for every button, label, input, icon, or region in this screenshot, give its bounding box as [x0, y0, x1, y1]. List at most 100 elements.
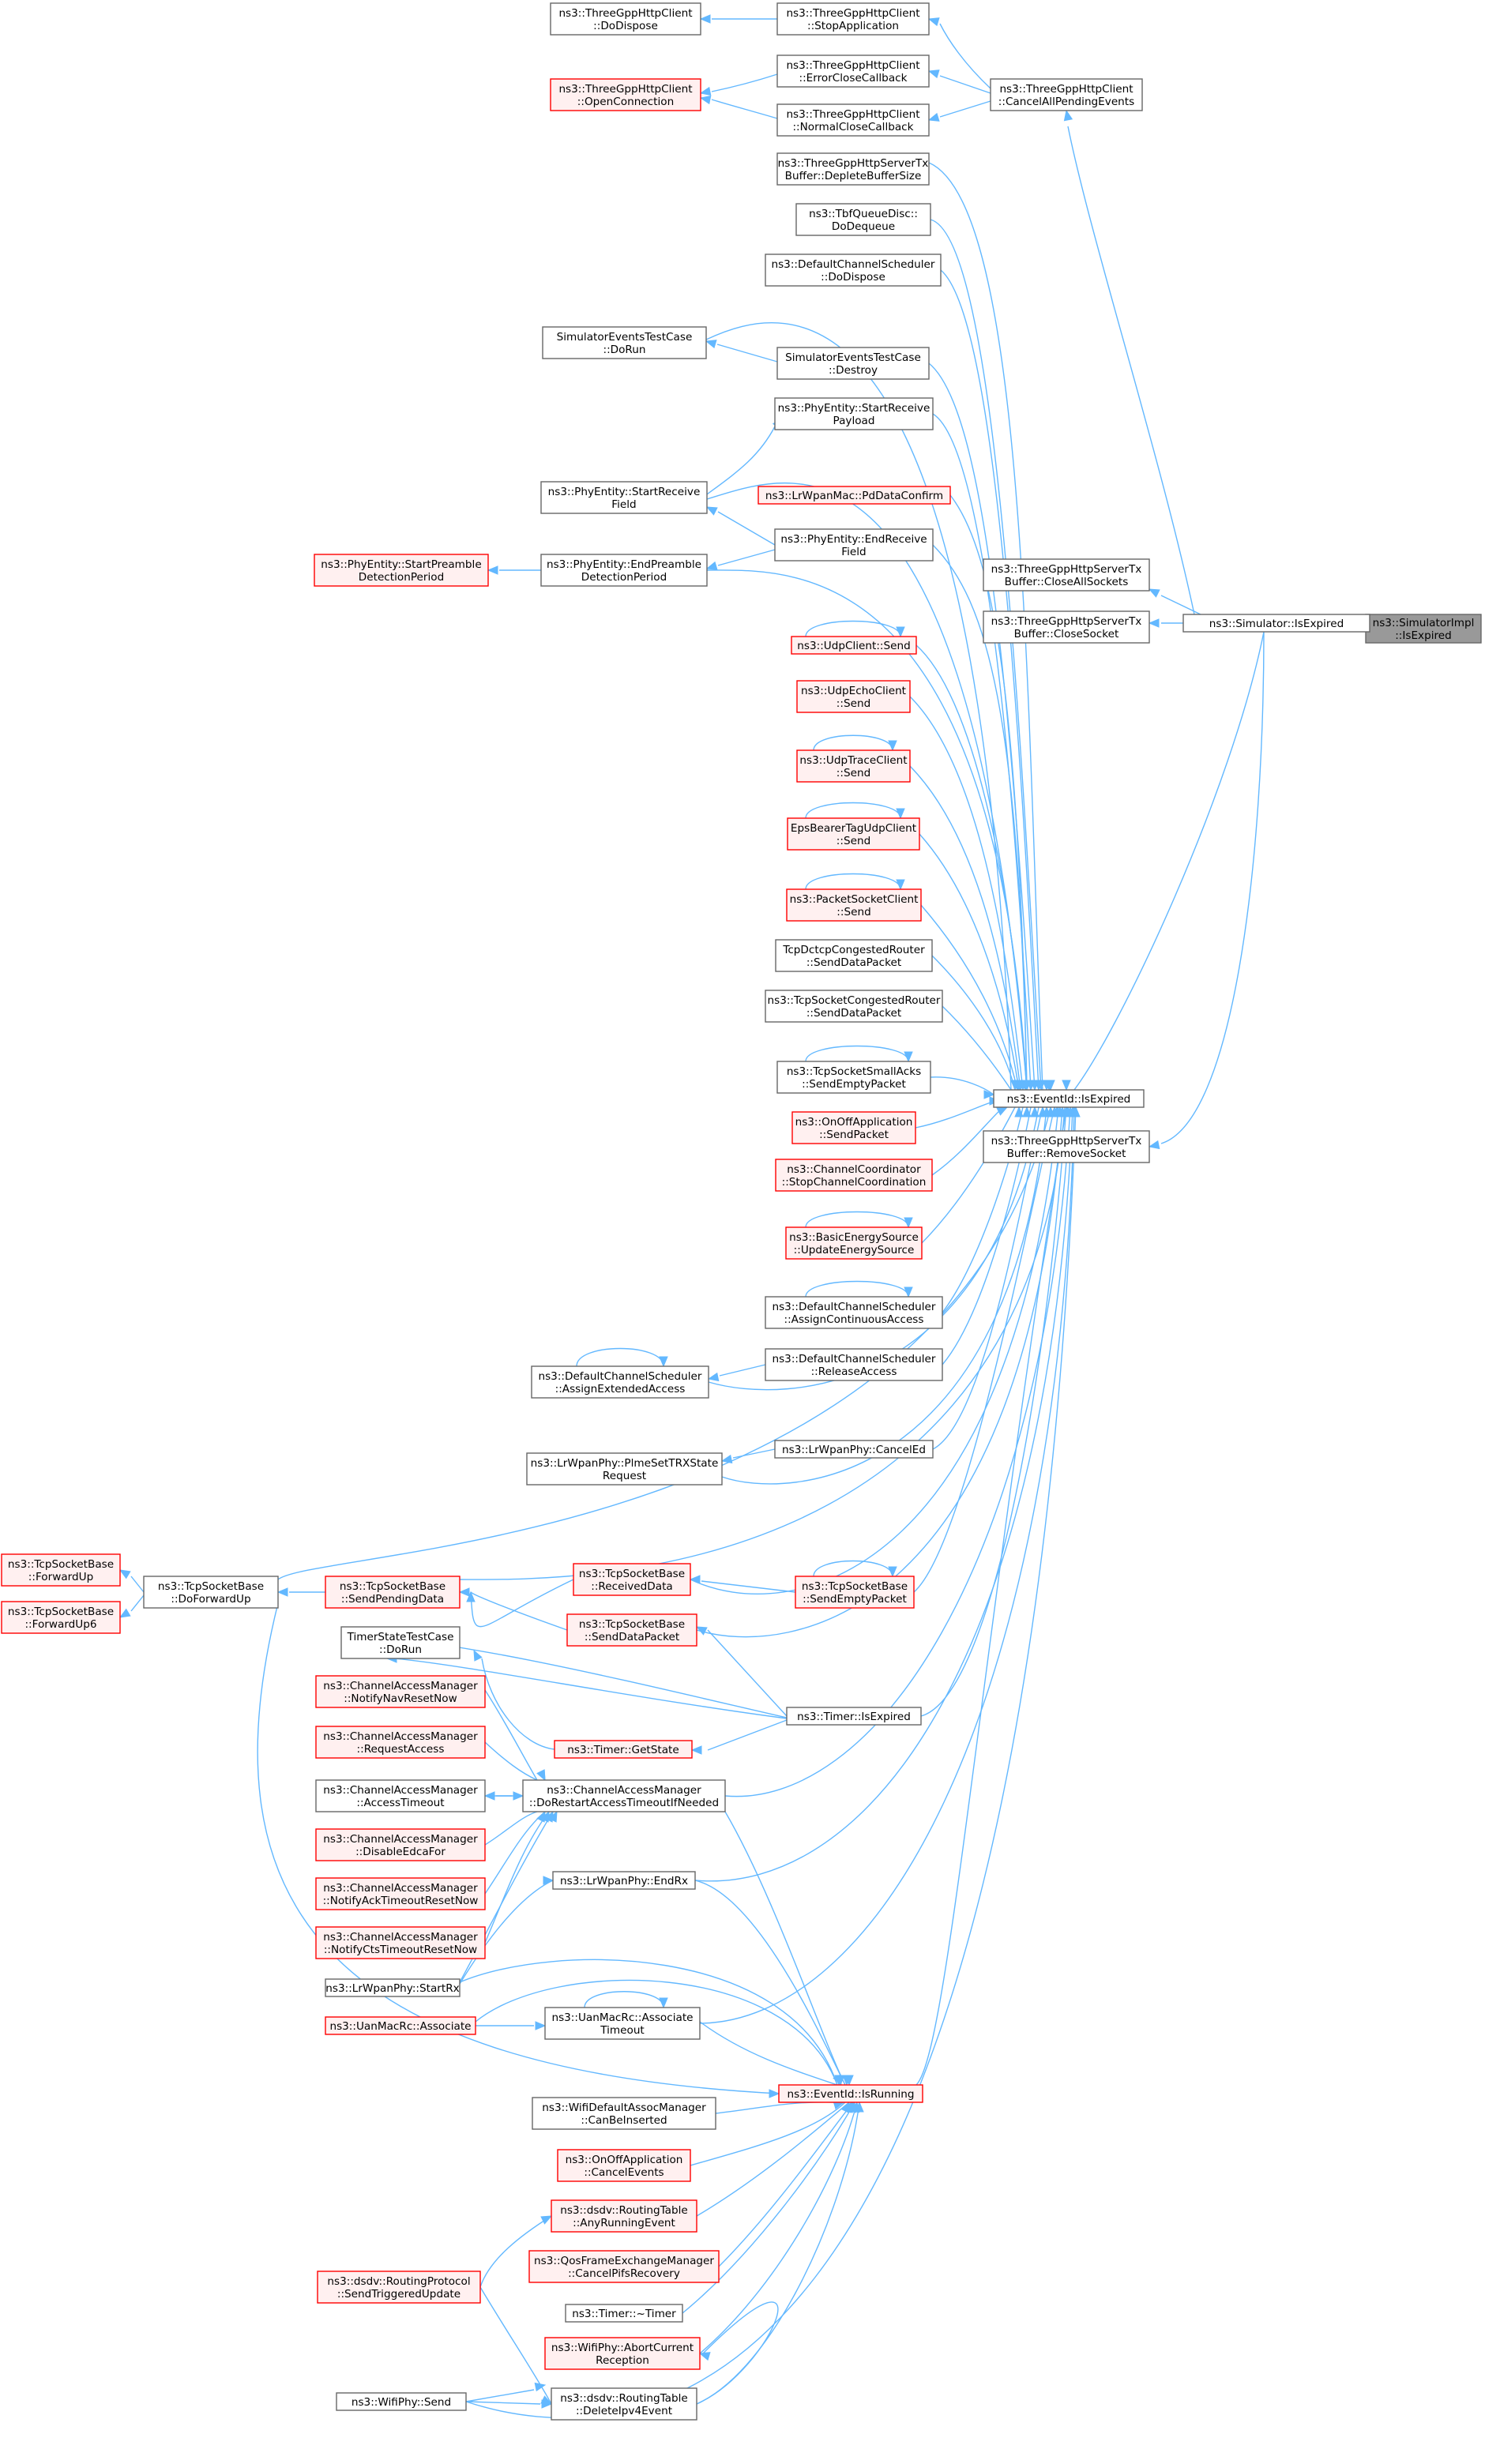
- function-node[interactable]: ns3::DefaultChannelScheduler::DoDispose: [765, 254, 942, 287]
- call-edge: [930, 219, 1054, 1091]
- call-edge-line: [711, 99, 778, 119]
- call-edge: [915, 1106, 1073, 2086]
- function-node[interactable]: ns3::BasicEnergySource::UpdateEnergySour…: [785, 1226, 923, 1260]
- function-node[interactable]: ns3::dsdv::RoutingTable::AnyRunningEvent: [551, 2199, 697, 2233]
- function-node[interactable]: ns3::WifiDefaultAssocManager::CanBeInser…: [532, 2097, 716, 2130]
- call-edge-arrowhead: [695, 1626, 708, 1636]
- function-node[interactable]: ns3::TcpSocketBase::SendPendingData: [325, 1576, 461, 1609]
- call-edge-line: [682, 2102, 855, 2314]
- function-node-box: [1182, 614, 1370, 633]
- function-node-label: ::OpenConnection: [577, 96, 674, 108]
- function-node[interactable]: ns3::TcpSocketBase::DoForwardUp: [143, 1576, 279, 1609]
- function-node[interactable]: ns3::ThreeGppHttpServerTxBuffer::CloseAl…: [983, 558, 1150, 592]
- call-edge: [699, 2021, 842, 2087]
- call-edge-line: [707, 1629, 788, 1717]
- function-node-box: [796, 749, 911, 783]
- function-node[interactable]: ns3::UdpEchoClient::Send: [796, 680, 911, 713]
- function-node[interactable]: ns3::DefaultChannelScheduler::ReleaseAcc…: [765, 1348, 943, 1381]
- function-node-box: [774, 397, 934, 430]
- function-node-label: ns3::LrWpanPhy::PlmeSetTRXState: [531, 1457, 719, 1470]
- call-edge-arrowhead: [699, 95, 712, 105]
- function-node[interactable]: ns3::ThreeGppHttpClient::DoDispose: [550, 2, 701, 36]
- function-node[interactable]: ns3::Simulator::IsExpired: [1182, 614, 1370, 633]
- function-node-box: [542, 326, 707, 359]
- function-node[interactable]: ns3::dsdv::RoutingTable::DeleteIpv4Event: [551, 2387, 697, 2421]
- function-node[interactable]: ns3::PhyEntity::StartPreambleDetectionPe…: [314, 554, 489, 587]
- function-node[interactable]: ns3::TcpSocketBase::ForwardUp6: [1, 1601, 121, 1634]
- function-node[interactable]: ns3::Timer::GetState: [554, 1740, 693, 1759]
- function-node[interactable]: ns3::TcpSocketBase::SendDataPacket: [566, 1613, 697, 1647]
- function-node[interactable]: ns3::TcpSocketSmallAcks::SendEmptyPacket: [776, 1061, 931, 1094]
- function-node-label: ns3::ThreeGppHttpServerTx: [991, 563, 1142, 576]
- function-node[interactable]: ns3::LrWpanPhy::CancelEd: [774, 1440, 934, 1459]
- function-node[interactable]: ns3::Timer::IsExpired: [786, 1707, 922, 1726]
- function-node[interactable]: ns3::WifiPhy::Send: [336, 2392, 467, 2411]
- function-node[interactable]: ns3::ThreeGppHttpServerTxBuffer::RemoveS…: [983, 1130, 1150, 1163]
- call-edge-line: [715, 2102, 838, 2114]
- function-node-box: [315, 1828, 486, 1861]
- function-node[interactable]: ns3::PacketSocketClient::Send: [786, 888, 922, 922]
- function-node[interactable]: EpsBearerTagUdpClient::Send: [787, 817, 920, 851]
- function-node[interactable]: ns3::TcpSocketBase::ForwardUp: [1, 1553, 121, 1587]
- call-edge-line: [915, 644, 1028, 1091]
- function-node[interactable]: ns3::ChannelAccessManager::NotifyCtsTime…: [315, 1926, 486, 1959]
- function-node[interactable]: ns3::dsdv::RoutingProtocol::SendTriggere…: [317, 2271, 481, 2304]
- function-node[interactable]: ns3::ThreeGppHttpClient::NormalCloseCall…: [776, 103, 930, 137]
- function-node-label: TimerStateTestCase: [347, 1631, 454, 1643]
- function-node[interactable]: SimulatorEventsTestCase::DoRun: [542, 326, 707, 359]
- function-node[interactable]: ns3::ChannelAccessManager::RequestAccess: [315, 1726, 486, 1759]
- function-node[interactable]: ns3::ThreeGppHttpClient::ErrorCloseCallb…: [776, 54, 930, 88]
- function-node[interactable]: ns3::TcpSocketBase::ReceivedData: [573, 1563, 691, 1596]
- function-node[interactable]: ns3::ThreeGppHttpServerTxBuffer::Deplete…: [776, 152, 930, 186]
- function-node[interactable]: ns3::ThreeGppHttpClient::StopApplication: [776, 2, 930, 36]
- function-node[interactable]: ns3::ChannelAccessManager::DoRestartAcce…: [522, 1779, 726, 1812]
- function-node-label: ::RequestAccess: [357, 1743, 445, 1756]
- call-edge: [487, 565, 541, 575]
- function-node-box: [765, 254, 942, 287]
- function-node[interactable]: ns3::Timer::~Timer: [565, 2304, 683, 2323]
- function-node[interactable]: ns3::TbfQueueDisc::DoDequeue: [795, 203, 931, 236]
- function-node[interactable]: ns3::UanMacRc::Associate: [325, 2016, 476, 2035]
- call-edge-line: [696, 2301, 779, 2405]
- function-node[interactable]: TcpDctcpCongestedRouter::SendDataPacket: [775, 939, 933, 972]
- function-node[interactable]: ns3::ThreeGppHttpServerTxBuffer::CloseSo…: [983, 610, 1150, 644]
- function-node[interactable]: ns3::PhyEntity::EndPreambleDetectionPeri…: [540, 554, 708, 587]
- function-node-box: [795, 203, 931, 236]
- function-node[interactable]: ns3::ChannelAccessManager::NotifyNavRese…: [315, 1675, 486, 1708]
- function-node[interactable]: ns3::QosFrameExchangeManager::CancelPifs…: [528, 2250, 720, 2283]
- function-node[interactable]: ns3::DefaultChannelScheduler::AssignExte…: [531, 1365, 709, 1399]
- function-node[interactable]: ns3::LrWpanPhy::StartRx: [325, 1978, 461, 1997]
- function-node[interactable]: SimulatorEventsTestCase::Destroy: [776, 347, 930, 380]
- function-node[interactable]: ns3::ChannelAccessManager::DisableEdcaFo…: [315, 1828, 486, 1861]
- function-node[interactable]: ns3::LrWpanMac::PdDataConfirm: [758, 486, 951, 505]
- call-edge-line: [805, 1045, 909, 1062]
- function-node[interactable]: ns3::ChannelCoordinator::StopChannelCoor…: [775, 1159, 933, 1192]
- function-node[interactable]: TimerStateTestCase::DoRun: [340, 1626, 461, 1659]
- function-node[interactable]: ns3::UdpClient::Send: [791, 636, 917, 655]
- function-node[interactable]: ns3::EventId::IsExpired: [993, 1089, 1145, 1108]
- function-node[interactable]: ns3::ChannelAccessManager::AccessTimeout: [315, 1779, 486, 1812]
- call-edge-arrowhead: [535, 2021, 547, 2030]
- function-node[interactable]: ns3::DefaultChannelScheduler::AssignCont…: [765, 1296, 943, 1329]
- function-node[interactable]: ns3::TcpSocketBase::SendEmptyPacket: [795, 1576, 915, 1609]
- function-node[interactable]: ns3::ThreeGppHttpClient::OpenConnection: [550, 78, 701, 111]
- call-edge-arrowhead: [1030, 1106, 1040, 1117]
- call-edge: [919, 833, 1025, 1091]
- function-node[interactable]: ns3::OnOffApplication::CancelEvents: [557, 2149, 691, 2182]
- function-node[interactable]: ns3::EventId::IsRunning: [778, 2084, 923, 2103]
- function-node[interactable]: ns3::TcpSocketCongestedRouter::SendDataP…: [765, 990, 943, 1023]
- function-node[interactable]: ns3::ThreeGppHttpClient::CancelAllPendin…: [990, 78, 1143, 111]
- function-node[interactable]: ns3::OnOffApplication::SendPacket: [791, 1111, 916, 1144]
- call-edge-line: [479, 2215, 552, 2288]
- function-node[interactable]: ns3::ChannelAccessManager::NotifyAckTime…: [315, 1877, 486, 1910]
- function-node[interactable]: ns3::UdpTraceClient::Send: [796, 749, 911, 783]
- function-node-label: ns3::TcpSocketBase: [579, 1618, 685, 1631]
- function-node[interactable]: ns3::LrWpanPhy::EndRx: [552, 1871, 696, 1890]
- function-node-box: [983, 610, 1150, 644]
